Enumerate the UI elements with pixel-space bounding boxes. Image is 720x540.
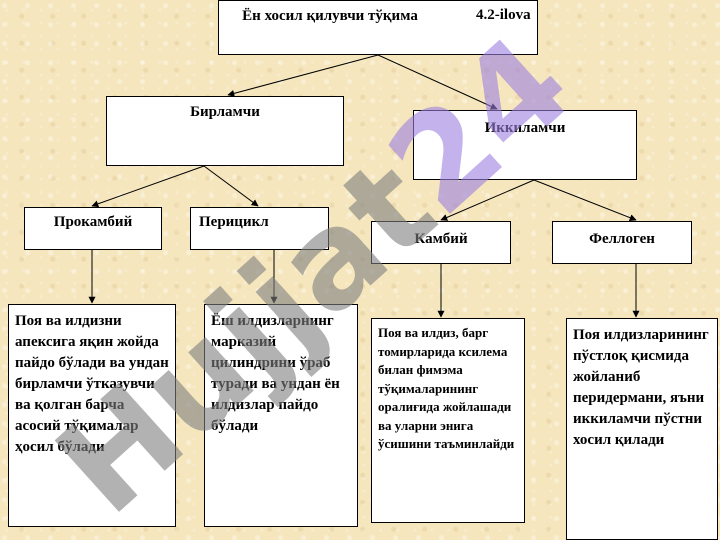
cambium-node: Камбий — [371, 221, 511, 264]
phellogen-description: Поя илдизларининг пўстлоқ қисмида жойлан… — [566, 318, 718, 540]
pericycle-description: Ёш илдизларнинг марказий цилиндрини ўраб… — [204, 304, 358, 527]
arrow-root-primary — [227, 54, 379, 97]
procambium-description: Поя ва илдизни апексига яқин жойда пайдо… — [8, 304, 176, 527]
cambium-node-label: Камбий — [414, 231, 468, 247]
arrow-root-secondary — [377, 54, 498, 110]
phellogen-node: Феллоген — [552, 221, 692, 264]
pericycle-description-text: Ёш илдизларнинг марказий цилиндрини ўраб… — [211, 313, 340, 434]
cambium-description-text: Поя ва илдиз, барг томирларида ксилема б… — [378, 325, 515, 451]
figure-label: 4.2-ilova — [476, 7, 531, 23]
primary-node: Бирламчи — [106, 96, 344, 166]
procambium-description-text: Поя ва илдизни апексига яқин жойда пайдо… — [15, 313, 169, 455]
procambium-node: Прокамбий — [24, 207, 162, 250]
pericycle-node-label: Перицикл — [199, 214, 269, 230]
phellogen-description-text: Поя илдизларининг пўстлоқ қисмида жойлан… — [573, 327, 709, 448]
arrow-secondary-phellogen — [533, 179, 637, 221]
secondary-node-label: Иккиламчи — [484, 120, 566, 136]
secondary-node: Иккиламчи — [413, 110, 637, 180]
arrow-primary-pericycle — [203, 165, 259, 207]
arrow-secondary-cambium — [440, 179, 535, 221]
cambium-description: Поя ва илдиз, барг томирларида ксилема б… — [371, 318, 525, 523]
primary-node-label: Бирламчи — [190, 104, 260, 120]
root-node: Ён хосил қилувчи тўқима — [218, 0, 538, 55]
procambium-node-label: Прокамбий — [53, 214, 133, 230]
arrow-primary-procambium — [91, 165, 205, 208]
phellogen-node-label: Феллоген — [589, 231, 655, 247]
root-node-label: Ён хосил қилувчи тўқима — [242, 8, 418, 24]
pericycle-node: Перицикл — [190, 207, 329, 250]
